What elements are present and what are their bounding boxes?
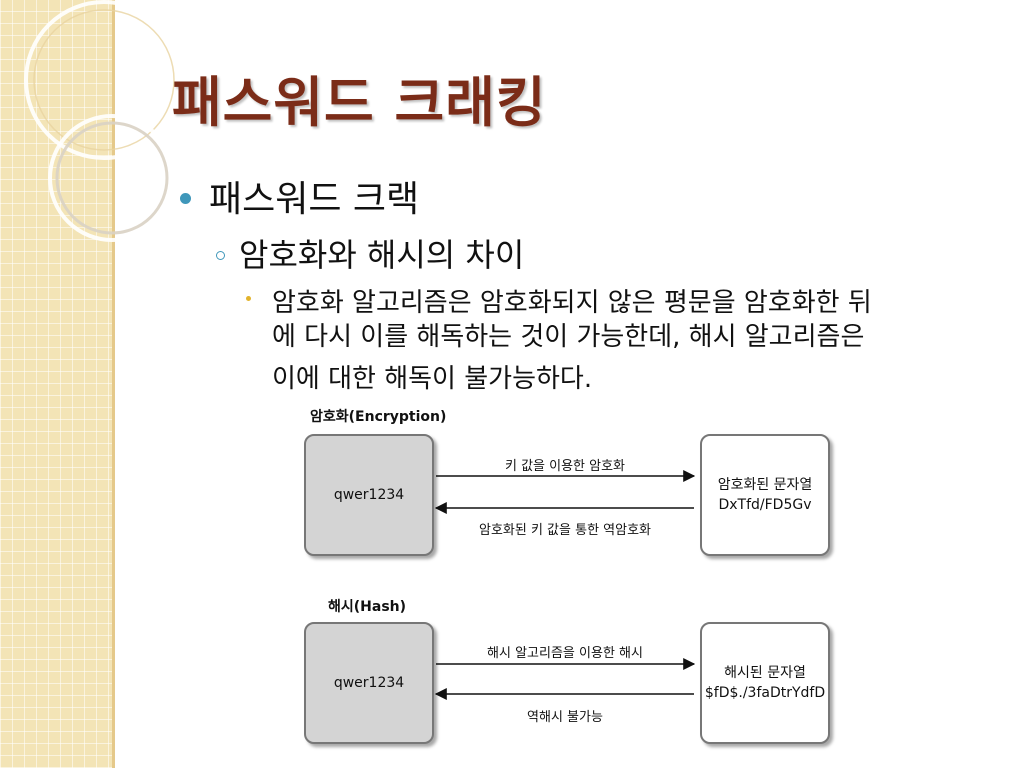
bullet-level1-text: 패스워드 크랙 [209,179,420,220]
decorative-circles [24,0,184,242]
bullet-level3-line: 에 다시 이를 해독하는 것이 가능한데, 해시 알고리즘은 [272,322,865,352]
encryption-forward-label: 키 값을 이용한 암호화 [504,459,626,474]
hash-output-line2: $fD$./3faDtrYdfD [704,685,826,701]
encryption-output-line2: DxTfd/FD5Gv [718,497,812,513]
bullet-dot-icon [180,192,191,204]
bullet-level3-line: 암호화 알고리즘은 암호화되지 않은 평문을 암호화한 뒤 [272,288,872,318]
encryption-output-box: 암호화된 문자열 DxTfd/FD5Gv [700,434,830,556]
encryption-input-box: qwer1234 [304,434,434,556]
encryption-output-line1: 암호화된 문자열 [717,477,813,493]
hash-section-label: 해시(Hash) [328,599,407,615]
hash-input-text: qwer1234 [333,675,405,691]
hash-input-box: qwer1234 [304,622,434,744]
encryption-section-label: 암호화(Encryption) [310,409,447,425]
encryption-vs-hash-diagram: 암호화(Encryption) qwer1234 키 값을 이용한 암호화 암호… [296,404,856,754]
bullet-level1: 패스워드 크랙 [180,170,419,222]
diagram-arrows [434,470,696,700]
bullet-level3-line: 이에 대한 해독이 불가능하다. [272,364,593,394]
decorative-side-strip [0,0,114,768]
bullet-level2-text: 암호화와 해시의 차이 [239,236,525,274]
hash-output-box: 해시된 문자열 $fD$./3faDtrYdfD [700,622,830,744]
bullet-level2: 암호화와 해시의 차이 [216,230,524,276]
hash-backward-label: 역해시 불가능 [527,710,603,725]
decorative-side-divider [112,0,115,768]
encryption-backward-label: 암호화된 키 값을 통한 역암호화 [478,523,652,538]
hash-forward-label: 해시 알고리즘을 이용한 해시 [487,646,643,661]
slide-title: 패스워드 크래킹 [172,71,547,134]
encryption-input-text: qwer1234 [333,487,405,503]
bullet-ring-icon [216,250,225,260]
bullet-small-dot-icon [246,296,251,301]
hash-output-line1: 해시된 문자열 [724,665,806,681]
